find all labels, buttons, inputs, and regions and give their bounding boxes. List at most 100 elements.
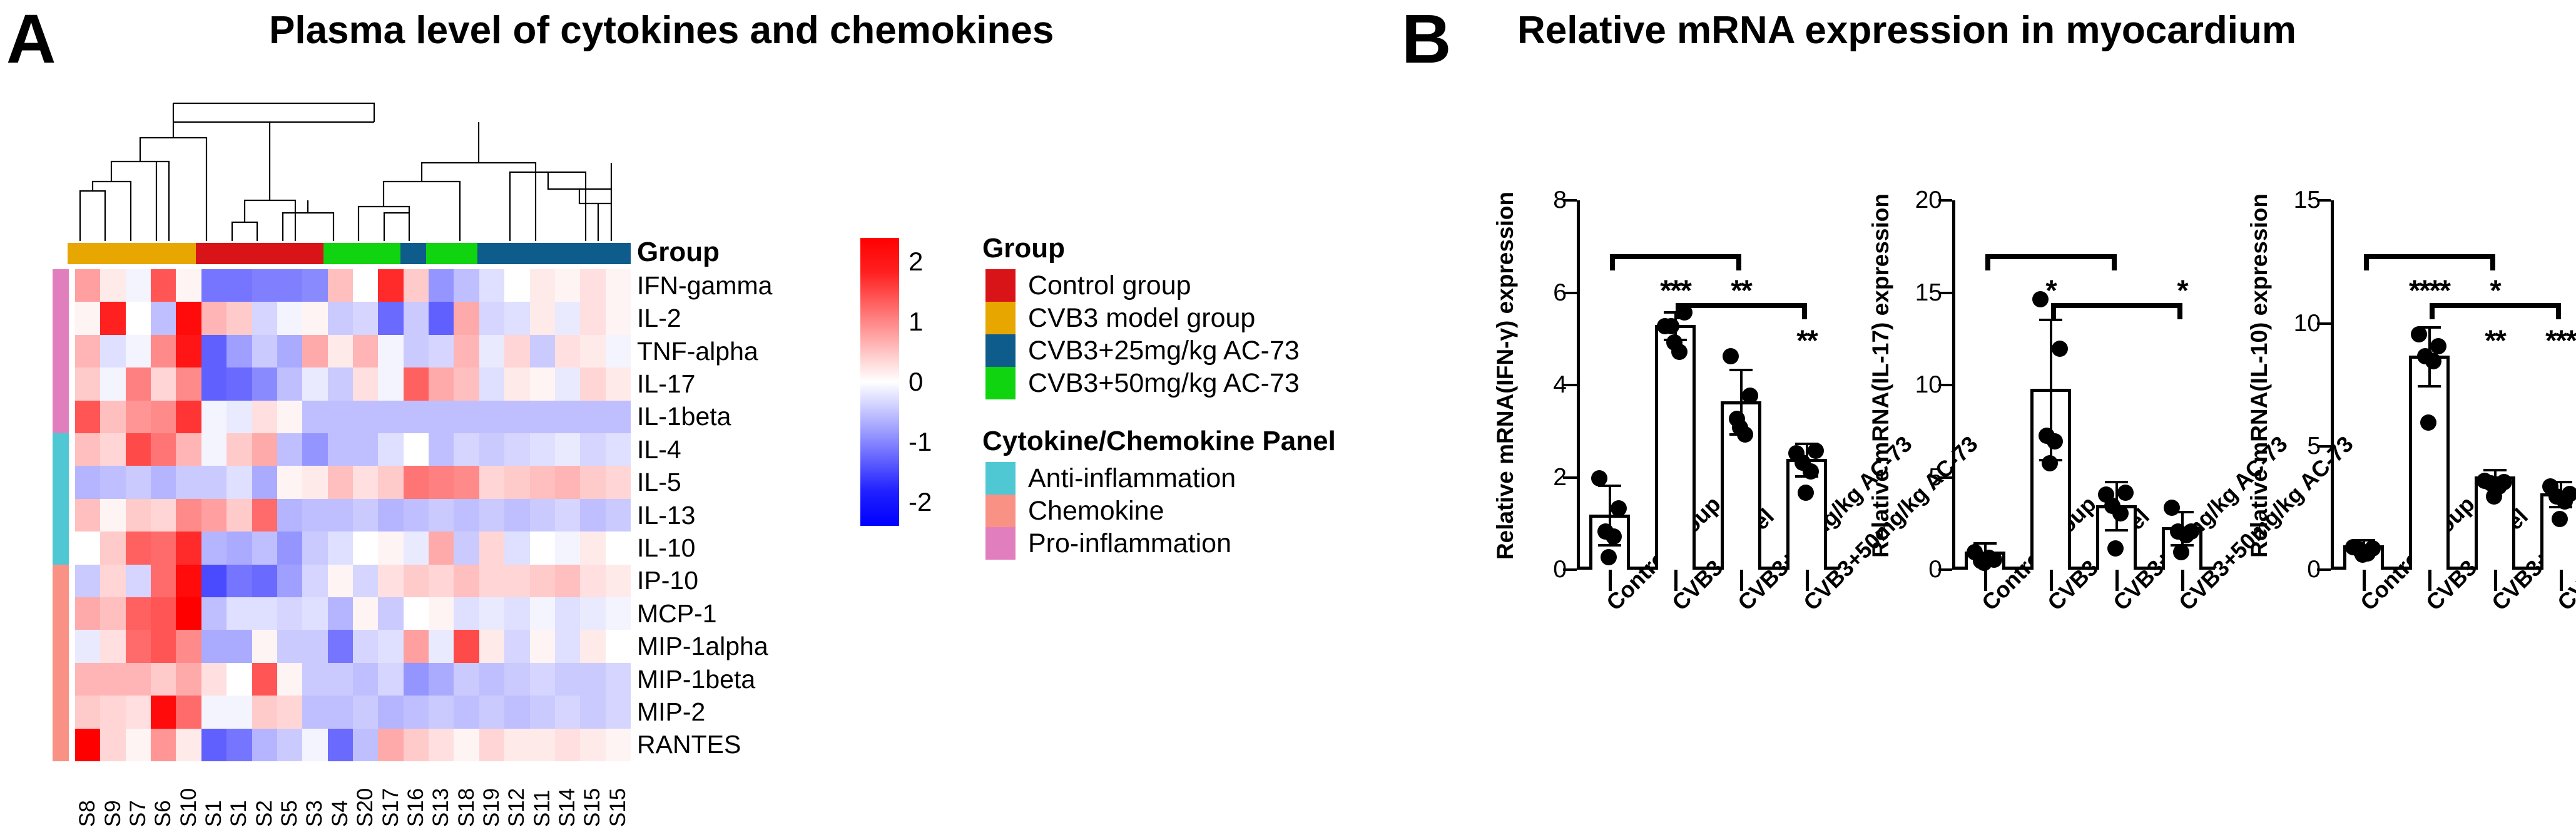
group-legend-label: CVB3+50mg/kg AC-73 xyxy=(1028,367,1300,398)
x-axis-tick xyxy=(2115,570,2119,591)
panel-b-title: Relative mRNA expression in myocardium xyxy=(1517,9,2296,52)
heatmap-cell xyxy=(529,597,555,630)
heatmap-cell xyxy=(252,498,277,532)
heatmap-cell xyxy=(554,433,581,466)
heatmap-cell xyxy=(100,564,126,597)
column-group-annotation-bar xyxy=(68,243,631,264)
heatmap-cell xyxy=(580,466,606,499)
significance-annotation: * xyxy=(2177,273,2188,307)
data-point xyxy=(2430,338,2446,355)
group-legend-label: Control group xyxy=(1028,270,1191,300)
bar[interactable] xyxy=(2408,355,2450,570)
panel-legend-item[interactable]: Chemokine xyxy=(985,495,1236,527)
heatmap-cell xyxy=(352,532,379,565)
heatmap-cell xyxy=(176,696,201,729)
heatmap-cell xyxy=(529,302,555,335)
heatmap-row-label: IFN-gamma xyxy=(637,270,773,300)
heatmap-cell xyxy=(125,367,151,401)
heatmap-cell xyxy=(352,564,379,597)
heatmap-cell xyxy=(429,334,454,368)
heatmap-cell xyxy=(504,498,530,532)
heatmap-cell xyxy=(125,334,151,368)
heatmap-cell xyxy=(327,367,353,401)
heatmap-cell xyxy=(277,728,303,761)
error-bar xyxy=(1608,484,1611,545)
heatmap-cell xyxy=(277,269,303,302)
data-point xyxy=(1807,443,1824,460)
group-legend-item[interactable]: Control group xyxy=(985,269,1300,302)
heatmap-cell xyxy=(277,564,303,597)
heatmap-column-label: S2 xyxy=(252,800,277,827)
group-legend-title: Group xyxy=(982,233,1065,264)
heatmap-cell xyxy=(252,532,277,565)
x-axis-line xyxy=(1577,567,1840,570)
heatmap-cell xyxy=(529,728,555,761)
heatmap-cell xyxy=(252,302,277,335)
heatmap-cell xyxy=(327,597,353,630)
heatmap-cell xyxy=(605,400,631,433)
y-axis-tick-label: 10 xyxy=(2293,309,2321,337)
heatmap-cell xyxy=(302,498,328,532)
heatmap-cell xyxy=(403,728,429,761)
y-axis-tick xyxy=(1938,199,1952,202)
panel-legend-item[interactable]: Pro-inflammation xyxy=(985,527,1236,560)
heatmap-cell xyxy=(504,564,530,597)
heatmap-cell xyxy=(454,498,479,532)
group-legend-item[interactable]: CVB3 model group xyxy=(985,302,1300,334)
heatmap-cell xyxy=(352,696,379,729)
heatmap-cell xyxy=(529,466,555,499)
group-legend-item[interactable]: CVB3+50mg/kg AC-73 xyxy=(985,367,1300,399)
data-point xyxy=(1741,387,1758,404)
error-bar-cap xyxy=(2105,481,2128,484)
heatmap-cell xyxy=(327,334,353,368)
heatmap-cell xyxy=(277,334,303,368)
heatmap-cell xyxy=(479,269,505,302)
heatmap-cell xyxy=(454,630,479,663)
heatmap-cell xyxy=(227,433,252,466)
heatmap-cell xyxy=(277,696,303,729)
heatmap-column-label: S19 xyxy=(479,788,504,827)
heatmap-cell xyxy=(327,466,353,499)
group-legend-item[interactable]: CVB3+25mg/kg AC-73 xyxy=(985,334,1300,367)
data-point xyxy=(2557,493,2573,510)
heatmap-cell xyxy=(252,564,277,597)
heatmap-cell xyxy=(227,597,252,630)
heatmap-cell xyxy=(378,433,404,466)
heatmap-cell xyxy=(201,367,227,401)
heatmap-cell xyxy=(429,269,454,302)
heatmap-cell xyxy=(580,498,606,532)
heatmap-cell xyxy=(504,302,530,335)
heatmap-cell xyxy=(504,597,530,630)
heatmap-cell xyxy=(479,630,505,663)
heatmap-cell xyxy=(605,367,631,401)
heatmap-cell xyxy=(201,564,227,597)
heatmap-cell xyxy=(227,334,252,368)
error-bar-cap xyxy=(2171,510,2194,513)
heatmap-cell xyxy=(100,466,126,499)
data-point xyxy=(1601,548,1617,565)
heatmap-cell xyxy=(75,728,101,761)
data-point xyxy=(2042,455,2059,472)
row-bar-segment xyxy=(53,433,69,565)
heatmap-cell xyxy=(605,466,631,499)
heatmap-cell xyxy=(125,498,151,532)
heatmap-cell xyxy=(479,334,505,368)
group-bar-segment xyxy=(425,243,477,264)
heatmap-cell xyxy=(327,498,353,532)
heatmap-cell xyxy=(352,597,379,630)
heatmap-row-label: MIP-1alpha xyxy=(637,632,768,661)
heatmap-cell xyxy=(529,269,555,302)
heatmap-cell xyxy=(201,334,227,368)
y-axis-tick-label: 10 xyxy=(1915,371,1942,398)
heatmap-cell xyxy=(504,433,530,466)
data-point xyxy=(1722,348,1739,364)
heatmap-cell xyxy=(554,302,581,335)
y-axis-tick-label: 0 xyxy=(2307,556,2321,583)
panel-legend-item[interactable]: Anti-inflammation xyxy=(985,462,1236,495)
heatmap-cell xyxy=(125,466,151,499)
bar[interactable] xyxy=(1654,325,1696,570)
heatmap-column-label: S15 xyxy=(580,788,605,827)
